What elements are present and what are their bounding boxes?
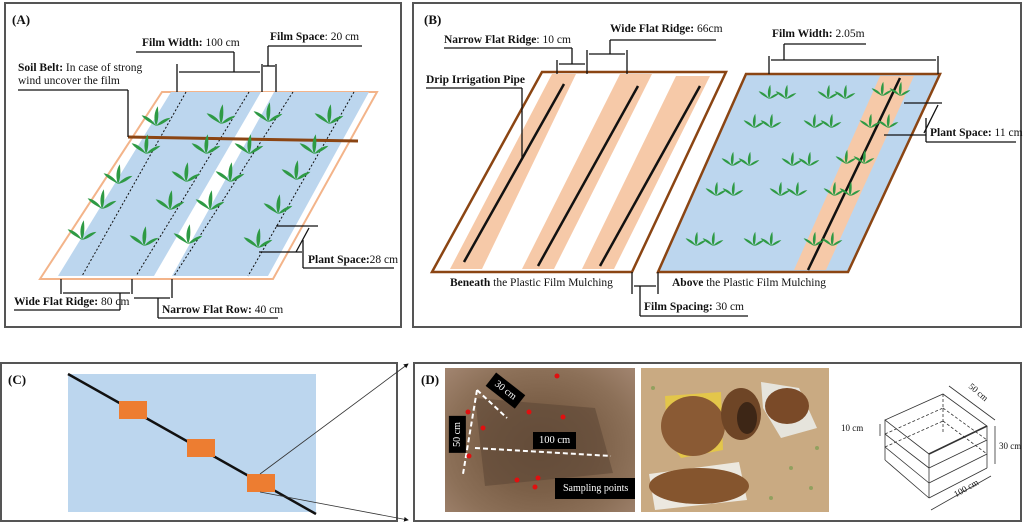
plant-icon xyxy=(758,84,780,99)
plant-icon xyxy=(722,181,744,196)
plant-icon xyxy=(314,104,344,124)
plant-icon xyxy=(834,84,856,99)
plant-icon xyxy=(859,113,881,128)
panel-b-label: (B) xyxy=(424,12,442,27)
plant-icon xyxy=(191,134,221,154)
plant-icon xyxy=(206,104,236,124)
soil-samples-photo xyxy=(641,368,829,512)
plant-icon xyxy=(253,102,283,122)
film-strip-2 xyxy=(172,92,369,276)
narrow-flat-ridge-label: Narrow Flat Ridge: 10 cm xyxy=(444,34,571,46)
plant-icon xyxy=(234,134,264,154)
plant-icon xyxy=(131,134,161,154)
plant-icon xyxy=(803,231,825,246)
plant-icon xyxy=(839,181,861,196)
narrow-flat-row-label: Narrow Flat Row: 40 cm xyxy=(162,304,284,316)
plant-icon xyxy=(263,194,293,214)
film-space-label: Film Space: 20 cm xyxy=(270,31,360,43)
above-label: Above the Plastic Film Mulching xyxy=(672,277,826,289)
box-layer-label: 10 cm xyxy=(841,423,864,433)
arrow-30cm xyxy=(476,389,508,419)
plant-space-label-b: Plant Space: 11 cm xyxy=(930,127,1023,139)
plant-icon xyxy=(871,81,893,96)
plant-icon xyxy=(685,231,707,246)
plant-icon xyxy=(821,231,843,246)
planting-lines xyxy=(81,91,355,277)
sample-marker-2 xyxy=(187,439,215,457)
plant-space-label: Plant Space:28 cm xyxy=(308,254,399,266)
plant-icon xyxy=(738,151,760,166)
plant-icon xyxy=(877,113,899,128)
plant-icon xyxy=(721,151,743,166)
plant-icon xyxy=(215,162,245,182)
plant-icon xyxy=(781,151,803,166)
sample-marker-1 xyxy=(119,401,147,419)
plant-icon xyxy=(853,149,875,164)
plant-icon xyxy=(129,226,159,246)
plant-icon xyxy=(798,151,820,166)
wide-flat-ridge-label: Wide Flat Ridge: 80 cm xyxy=(14,296,130,308)
panel-d-label: (D) xyxy=(421,372,440,387)
tag-100cm: 100 cm xyxy=(533,432,577,449)
drip-pipe-above xyxy=(806,77,902,271)
soil-photo-drawing xyxy=(649,382,819,510)
tag-sampling-points: Sampling points xyxy=(555,478,635,499)
plant-icon xyxy=(769,181,791,196)
plant-icon xyxy=(835,149,857,164)
panel-c-label: (C) xyxy=(8,372,27,387)
film-width-label-b: Film Width: 2.05m xyxy=(772,28,865,40)
plant-icon xyxy=(155,190,185,210)
panel-a-label: (A) xyxy=(12,12,31,27)
sampling-pit-photo: 30 cm 50 cm 100 cm Sampling points xyxy=(445,368,635,512)
plant-icon xyxy=(705,181,727,196)
soil-belt xyxy=(127,135,359,143)
plant-icon xyxy=(243,228,273,248)
drip-pipes-beneath xyxy=(462,83,702,267)
panel-a: (A) xyxy=(4,2,402,328)
sampling-dots xyxy=(465,373,566,490)
film-width-label: Film Width: 100 cm xyxy=(142,37,240,49)
plant-icon xyxy=(87,189,117,209)
plant-icon xyxy=(823,181,845,196)
box-depth-label: 30 cm xyxy=(999,441,1022,451)
plant-icon xyxy=(171,162,201,182)
soil-layer-box xyxy=(879,385,996,511)
plant-icon xyxy=(889,81,911,96)
plant-icon xyxy=(195,190,225,210)
plant-icon xyxy=(702,231,724,246)
beneath-label: Beneath the Plastic Film Mulching xyxy=(450,277,613,289)
plant-icon xyxy=(786,181,808,196)
plant-icon xyxy=(775,84,797,99)
plant-icon xyxy=(281,160,311,180)
plant-icon xyxy=(103,164,133,184)
panel-c: (C) xyxy=(0,362,398,522)
sample-marker-3 xyxy=(247,474,275,492)
plant-icon xyxy=(743,113,765,128)
film-spacing-label: Film Spacing: 30 cm xyxy=(644,301,744,313)
arrow-50cm xyxy=(462,389,478,475)
panel-d: (D) 30 cm 50 cm 100 cm S xyxy=(413,362,1022,522)
panel-a-drawing xyxy=(14,45,394,319)
panel-c-drawing xyxy=(67,372,317,516)
panel-b-drawing xyxy=(426,39,1016,317)
plant-icon xyxy=(141,106,171,126)
plant-icon xyxy=(67,220,97,240)
drip-irrigation-pipe-label: Drip Irrigation Pipe xyxy=(426,74,526,86)
plant-icon xyxy=(820,113,842,128)
plant-icon xyxy=(760,231,782,246)
wide-flat-ridge-label-b: Wide Flat Ridge: 66cm xyxy=(610,23,723,35)
panel-b: (B) xyxy=(412,2,1023,328)
plant-icon xyxy=(760,113,782,128)
plant-icon xyxy=(743,231,765,246)
plant-icon xyxy=(817,84,839,99)
plant-icon xyxy=(299,134,329,154)
plant-icon xyxy=(173,224,203,244)
arrow-100cm xyxy=(474,447,612,457)
plant-icon xyxy=(803,113,825,128)
